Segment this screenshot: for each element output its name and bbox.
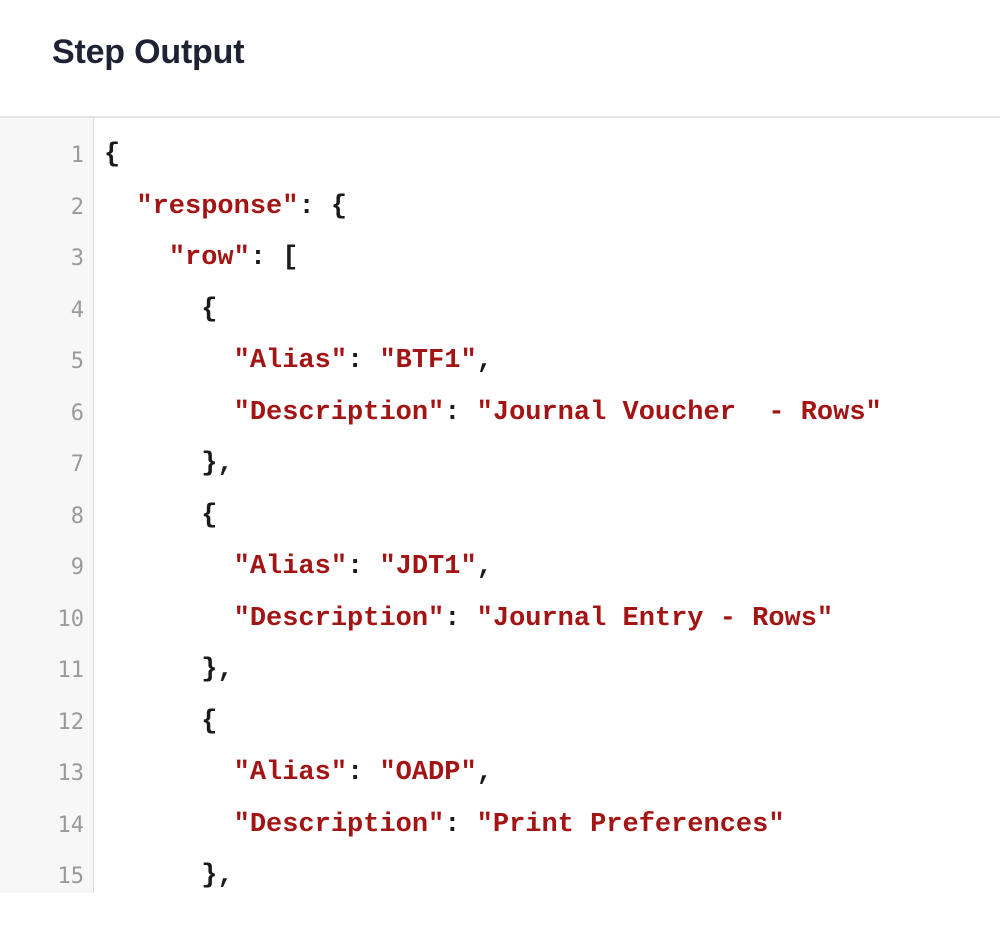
line-number: 13	[57, 761, 85, 786]
json-key: "Description"	[233, 603, 445, 634]
json-colon: :	[444, 603, 477, 634]
json-code-viewer[interactable]: 1{2 "response": {3 "row": [4 {5 "Alias":…	[0, 116, 1000, 893]
json-punctuation: [	[282, 243, 299, 273]
json-string-value: "JDT1"	[379, 552, 477, 582]
json-key: "Description"	[233, 397, 445, 428]
code-text: {	[104, 130, 120, 182]
json-punctuation: },	[201, 861, 234, 891]
json-colon: :	[298, 191, 331, 222]
code-indent	[104, 861, 201, 891]
code-indent	[104, 346, 234, 376]
json-colon: :	[444, 809, 477, 840]
json-key: "Alias"	[233, 758, 348, 788]
code-line: 5 "Alias": "BTF1",	[0, 336, 1000, 388]
json-key: "row"	[168, 243, 250, 273]
code-line: 9 "Alias": "JDT1",	[0, 542, 1000, 594]
line-number: 6	[70, 400, 84, 426]
code-text: "Description": "Journal Voucher - Rows"	[104, 388, 882, 440]
json-punctuation: },	[201, 655, 234, 685]
json-string-value: "OADP"	[379, 758, 477, 788]
code-indent	[104, 810, 234, 840]
json-key: "Alias"	[233, 346, 348, 376]
code-line: 1{	[0, 130, 1000, 182]
code-text: {	[104, 697, 217, 749]
json-punctuation: ,	[476, 552, 493, 582]
line-number: 12	[57, 709, 85, 735]
json-colon: :	[347, 552, 380, 582]
line-number: 8	[70, 503, 84, 529]
json-punctuation: ,	[476, 346, 493, 376]
line-number-gutter	[0, 118, 94, 893]
code-indent	[104, 707, 201, 737]
line-number: 5	[70, 349, 84, 374]
line-number: 2	[70, 194, 84, 220]
json-colon: :	[444, 397, 477, 428]
line-number: 4	[70, 297, 84, 323]
line-number: 10	[57, 606, 85, 632]
json-colon: :	[249, 243, 283, 273]
code-indent	[104, 604, 234, 634]
code-line: 3 "row": [	[0, 233, 1000, 285]
code-text: "Description": "Print Preferences"	[104, 800, 785, 852]
json-colon: :	[347, 758, 380, 788]
line-number: 15	[57, 864, 85, 889]
code-indent	[104, 758, 234, 788]
code-text: {	[104, 285, 217, 337]
code-text: "Alias": "OADP",	[104, 748, 493, 800]
line-number: 9	[70, 555, 84, 580]
code-text: {	[104, 491, 217, 543]
code-text: },	[104, 851, 234, 893]
line-number: 14	[57, 812, 85, 838]
code-indent	[104, 192, 136, 222]
code-text: "response": {	[104, 182, 347, 234]
code-text: "Alias": "BTF1",	[104, 336, 493, 388]
code-text: "row": [	[104, 233, 299, 285]
code-line: 8 {	[0, 491, 1000, 543]
json-colon: :	[347, 346, 380, 376]
line-number: 1	[70, 143, 84, 168]
code-indent	[104, 449, 201, 479]
code-line: 2 "response": {	[0, 182, 1000, 234]
json-key: "Description"	[233, 809, 445, 840]
code-line: 11 },	[0, 645, 1000, 697]
code-indent	[104, 501, 201, 531]
json-key: "response"	[136, 191, 299, 222]
json-string-value: "Print Preferences"	[476, 809, 785, 840]
json-punctuation: {	[104, 140, 121, 170]
code-line: 6 "Description": "Journal Voucher - Rows…	[0, 388, 1000, 440]
code-text: },	[104, 645, 234, 697]
json-string-value: "Journal Voucher - Rows"	[476, 397, 882, 428]
code-line: 4 {	[0, 285, 1000, 337]
code-text: },	[104, 439, 234, 491]
code-indent	[104, 243, 169, 273]
json-punctuation: {	[330, 191, 348, 222]
code-indent	[104, 295, 201, 325]
code-lines: 1{2 "response": {3 "row": [4 {5 "Alias":…	[0, 130, 1000, 893]
code-line: 14 "Description": "Print Preferences"	[0, 800, 1000, 852]
line-number: 7	[70, 452, 84, 477]
json-punctuation: {	[201, 706, 218, 737]
json-key: "Alias"	[233, 552, 348, 582]
code-text: "Description": "Journal Entry - Rows"	[104, 594, 834, 646]
code-line: 10 "Description": "Journal Entry - Rows"	[0, 594, 1000, 646]
code-indent	[104, 552, 234, 582]
code-line: 13 "Alias": "OADP",	[0, 748, 1000, 800]
line-number: 3	[70, 246, 84, 271]
code-indent	[104, 655, 201, 685]
line-number: 11	[57, 658, 85, 683]
json-string-value: "BTF1"	[379, 346, 477, 376]
code-line: 12 {	[0, 697, 1000, 749]
code-line: 7 },	[0, 439, 1000, 491]
json-string-value: "Journal Entry - Rows"	[476, 603, 834, 634]
json-punctuation: {	[201, 294, 218, 325]
code-line: 15 },	[0, 851, 1000, 893]
json-punctuation: ,	[476, 758, 493, 788]
json-punctuation: },	[201, 449, 234, 479]
code-text: "Alias": "JDT1",	[104, 542, 493, 594]
step-output-title: Step Output	[52, 33, 245, 71]
code-indent	[104, 398, 234, 428]
json-punctuation: {	[201, 500, 218, 531]
